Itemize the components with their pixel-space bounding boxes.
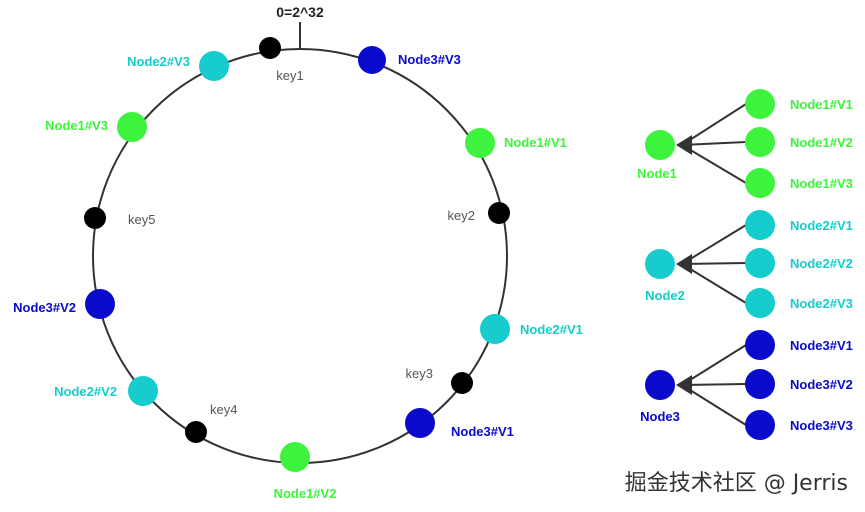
node3-v2-ring-dot xyxy=(85,289,115,319)
node1-virtual-label: Node1#V2 xyxy=(790,135,853,150)
node3-virtual-label: Node3#V2 xyxy=(790,377,853,392)
node3-branch-line xyxy=(681,383,747,386)
node2-branch-line xyxy=(681,224,747,265)
node1-v3-ring-dot xyxy=(117,112,147,142)
node2-virtual-label: Node2#V1 xyxy=(790,218,853,233)
node3-physical-label: Node3 xyxy=(640,409,680,424)
node3-virtual-dot xyxy=(745,410,775,440)
node2-v1-ring-label: Node2#V1 xyxy=(520,322,583,337)
node3-v2-ring-label: Node3#V2 xyxy=(13,300,76,315)
key4-dot xyxy=(185,421,207,443)
arrow-icon xyxy=(676,135,692,155)
node1-v1-ring-label: Node1#V1 xyxy=(504,135,567,150)
node1-virtual-dot xyxy=(745,89,775,119)
key4-label: key4 xyxy=(210,402,237,417)
node3-virtual-label: Node3#V1 xyxy=(790,338,853,353)
key3-label: key3 xyxy=(406,366,433,381)
node2-virtual-label: Node2#V2 xyxy=(790,256,853,271)
arrow-icon xyxy=(676,375,692,395)
node1-branch-line xyxy=(681,141,747,146)
node-legend-group: Node1Node1#V1Node1#V2Node1#V3Node2Node2#… xyxy=(637,89,853,440)
node2-v3-ring-label: Node2#V3 xyxy=(127,54,190,69)
node1-branch-line xyxy=(681,103,747,146)
node2-virtual-dot xyxy=(745,288,775,318)
node1-physical-dot xyxy=(645,130,675,160)
node3-v3-ring-dot xyxy=(358,46,386,74)
node2-v1-ring-dot xyxy=(480,314,510,344)
node2-v2-ring-dot xyxy=(128,376,158,406)
node1-physical-label: Node1 xyxy=(637,166,677,181)
node2-branch-line xyxy=(681,262,747,265)
node2-virtual-label: Node2#V3 xyxy=(790,296,853,311)
node1-v3-ring-label: Node1#V3 xyxy=(45,118,108,133)
node1-virtual-label: Node1#V3 xyxy=(790,176,853,191)
ring-origin-label: 0=2^32 xyxy=(276,4,324,20)
node1-branch-line xyxy=(681,144,747,184)
node2-physical-dot xyxy=(645,249,675,279)
node1-v2-ring-dot xyxy=(280,442,310,472)
node3-v3-ring-label: Node3#V3 xyxy=(398,52,461,67)
key3-dot xyxy=(451,372,473,394)
node3-branch-line xyxy=(681,384,747,426)
key5-dot xyxy=(84,207,106,229)
node2-branch-line xyxy=(681,263,747,304)
node3-virtual-dot xyxy=(745,369,775,399)
node1-v1-ring-dot xyxy=(465,128,495,158)
node1-v2-ring-label: Node1#V2 xyxy=(274,486,337,501)
key5-label: key5 xyxy=(128,212,155,227)
node2-v3-ring-dot xyxy=(199,51,229,81)
node2-v2-ring-label: Node2#V2 xyxy=(54,384,117,399)
hash-ring xyxy=(92,48,508,464)
node2-physical-label: Node2 xyxy=(645,288,685,303)
node1-virtual-dot xyxy=(745,127,775,157)
node1-virtual-label: Node1#V1 xyxy=(790,97,853,112)
node3-virtual-dot xyxy=(745,330,775,360)
node3-physical-dot xyxy=(645,370,675,400)
node3-v1-ring-label: Node3#V1 xyxy=(451,424,514,439)
key2-dot xyxy=(488,202,510,224)
arrow-icon xyxy=(676,254,692,274)
key2-label: key2 xyxy=(448,208,475,223)
node2-virtual-dot xyxy=(745,210,775,240)
node1-virtual-dot xyxy=(745,168,775,198)
node3-v1-ring-dot xyxy=(405,408,435,438)
node3-branch-line xyxy=(681,344,747,386)
node3-virtual-label: Node3#V3 xyxy=(790,418,853,433)
node2-virtual-dot xyxy=(745,248,775,278)
key1-label: key1 xyxy=(276,68,303,83)
watermark: 掘金技术社区 @ Jerris xyxy=(625,471,848,496)
key1-dot xyxy=(259,37,281,59)
ring-points-group: Node3#V3Node1#V1Node2#V1Node3#V1Node1#V2… xyxy=(13,37,583,501)
